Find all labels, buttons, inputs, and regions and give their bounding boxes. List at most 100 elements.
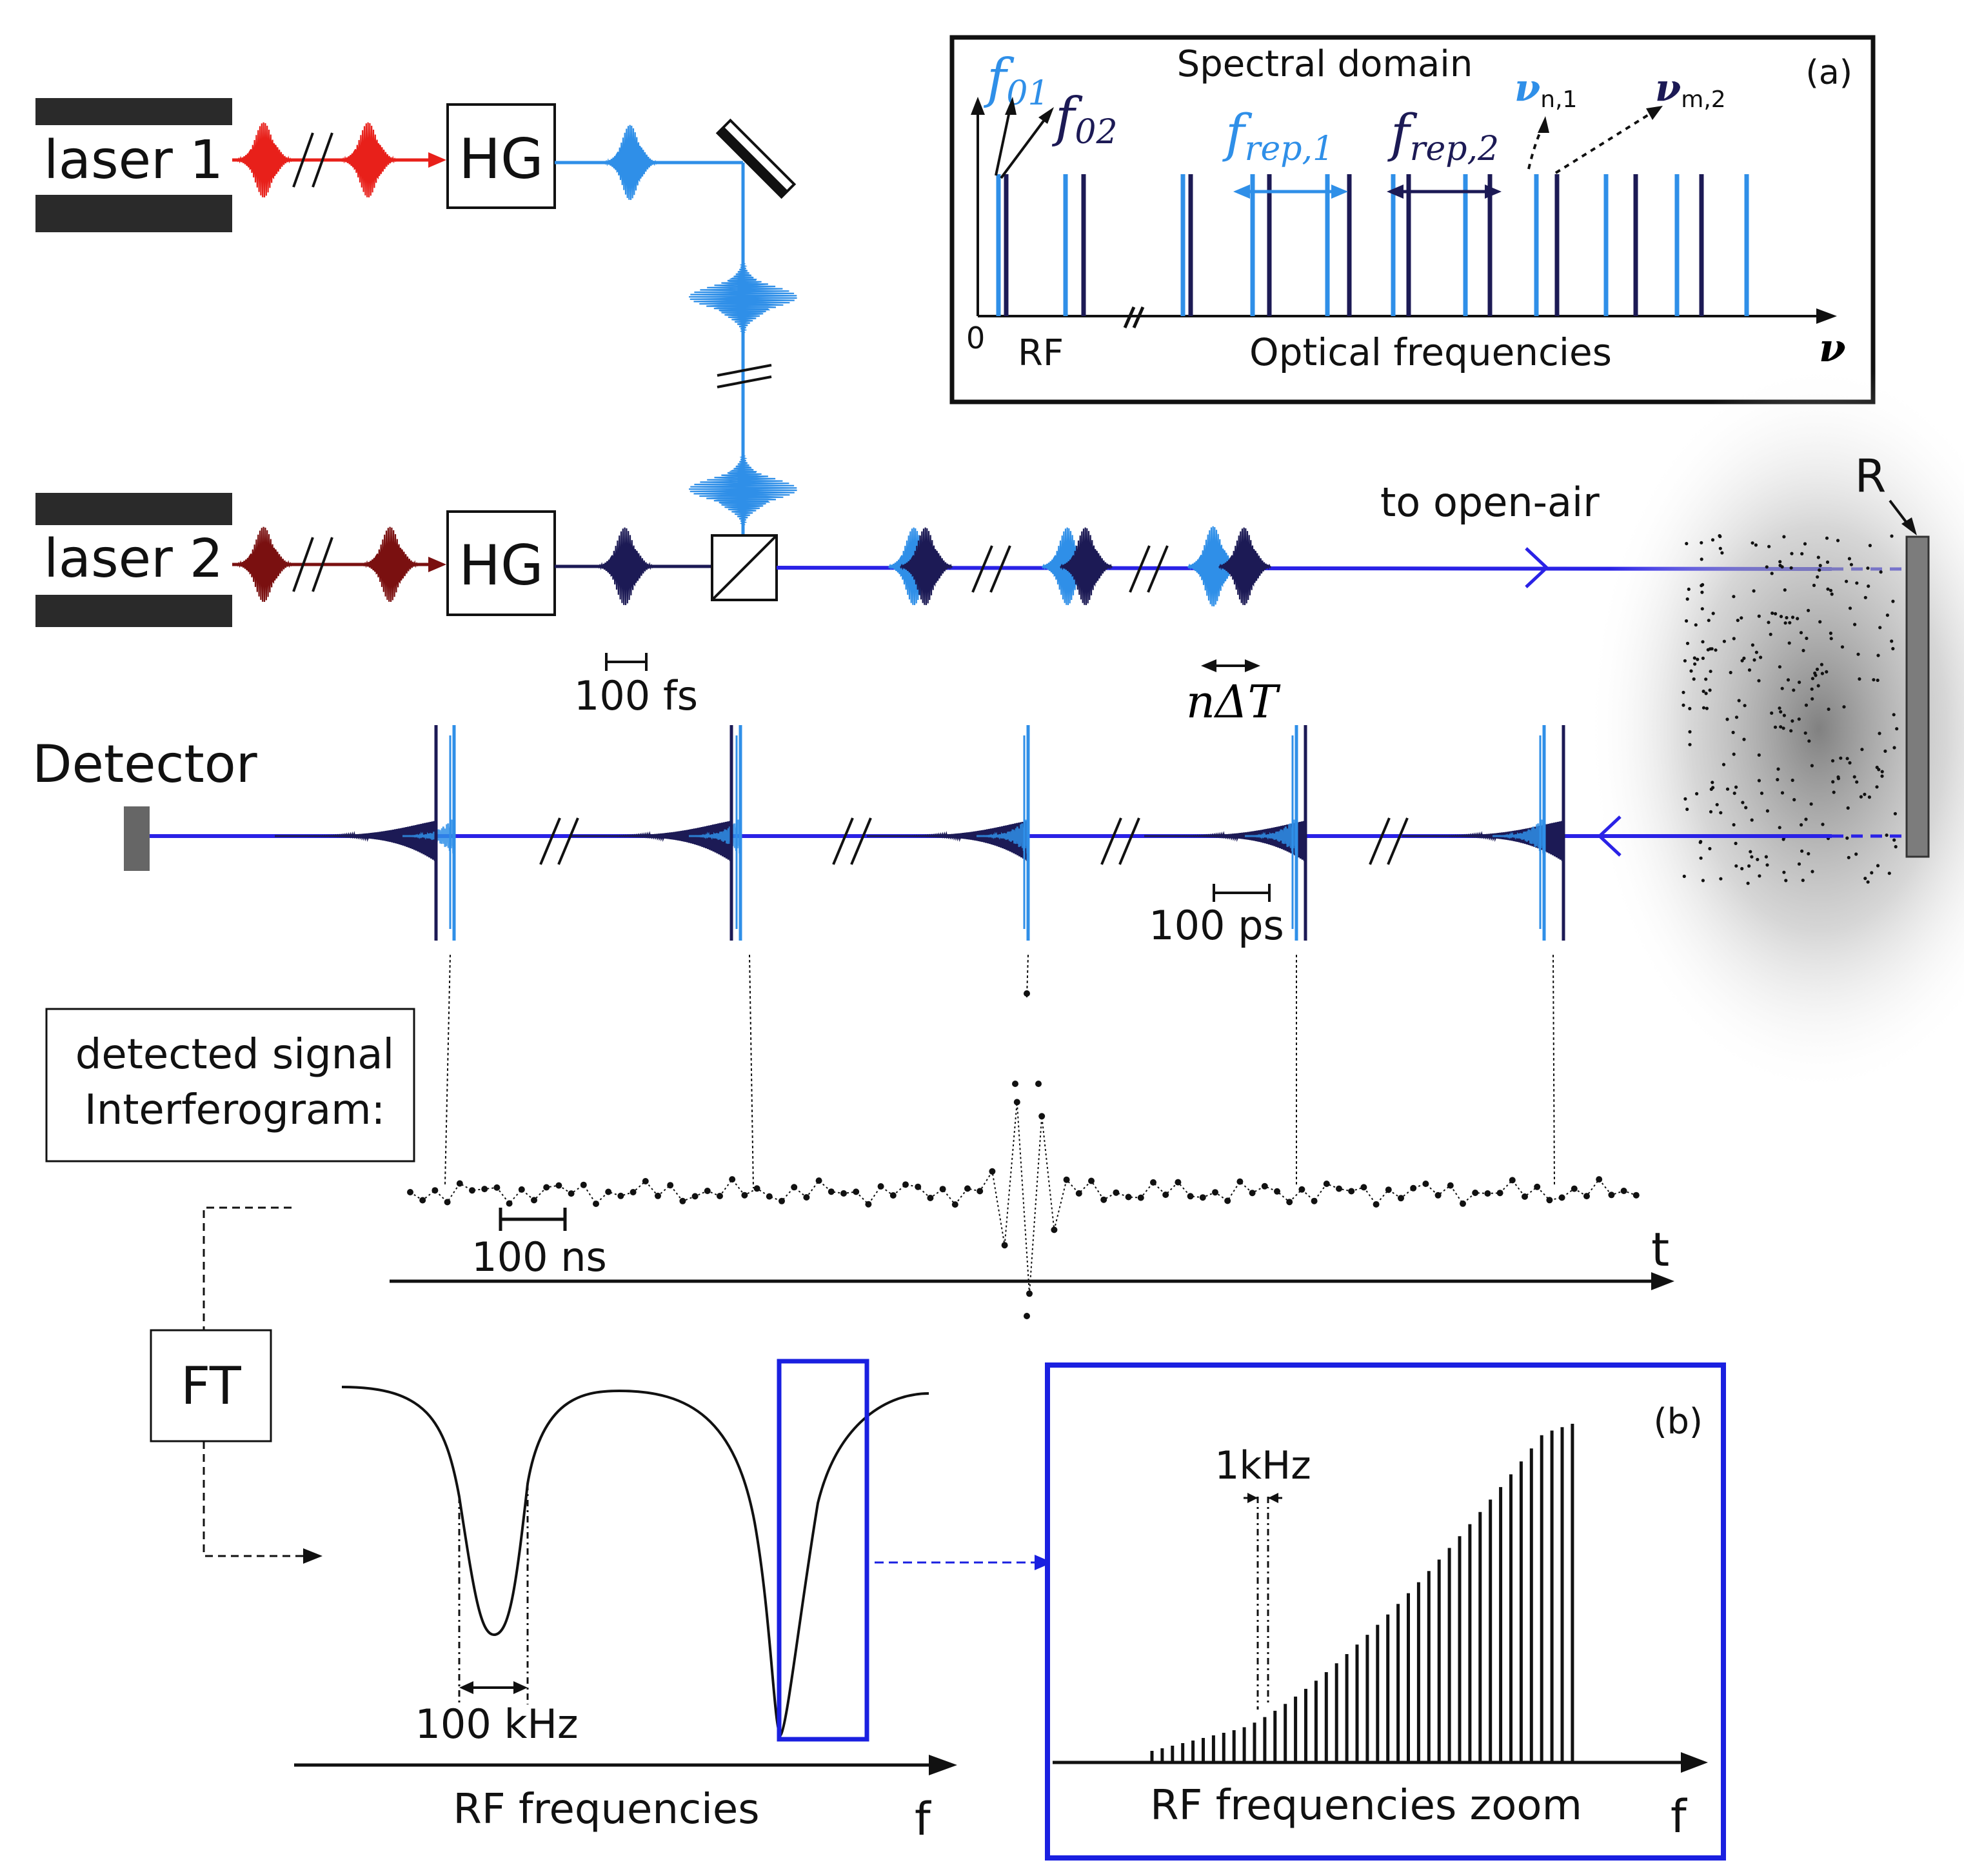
particle xyxy=(1742,656,1746,661)
pair1-comb2-pulse xyxy=(900,527,953,606)
interferogram-sample xyxy=(1088,1177,1095,1184)
reflector-pointer-head xyxy=(1901,517,1917,535)
particle xyxy=(1770,711,1774,715)
particle xyxy=(1885,833,1889,837)
particle xyxy=(1892,838,1896,842)
interferogram-sample xyxy=(915,1183,922,1190)
particle xyxy=(1782,870,1786,874)
particle xyxy=(1894,844,1898,849)
particle xyxy=(1836,539,1840,543)
delay-label: nΔT xyxy=(1186,675,1281,728)
particle xyxy=(1711,781,1714,784)
particle xyxy=(1879,570,1883,574)
particle xyxy=(1790,778,1794,783)
particle xyxy=(1780,791,1785,795)
particle xyxy=(1765,809,1769,813)
particle xyxy=(1692,677,1696,681)
interferogram-sample xyxy=(989,1168,996,1175)
particle xyxy=(1815,667,1820,672)
particle xyxy=(1765,863,1769,867)
laser2-row: laser 2 HG 100 fs to open-air xyxy=(35,479,1909,728)
interferogram-sample xyxy=(1150,1179,1156,1186)
particle xyxy=(1830,592,1834,596)
interferogram-sample xyxy=(617,1192,624,1199)
time-axis-arrowhead xyxy=(1651,1272,1674,1290)
interferogram-sample xyxy=(456,1180,463,1187)
rf-axis-arrowhead xyxy=(929,1755,957,1775)
interferogram-sample xyxy=(531,1197,537,1204)
particle xyxy=(1895,727,1899,731)
particle xyxy=(1750,818,1754,822)
interferogram-sample xyxy=(1398,1195,1404,1202)
interferogram-sample xyxy=(1546,1197,1553,1204)
particle xyxy=(1722,639,1726,643)
f01-pointer xyxy=(995,108,1011,176)
f01-pointer-head xyxy=(1005,97,1017,115)
interferogram-sample xyxy=(1137,1194,1144,1201)
particle xyxy=(1701,640,1705,644)
particle xyxy=(1759,655,1763,659)
interferogram-sample xyxy=(1571,1185,1578,1192)
particle xyxy=(1704,692,1708,695)
rf-axis-f-label: f xyxy=(915,1793,931,1846)
interferogram-sample xyxy=(1075,1190,1082,1197)
laser1-label: laser 1 xyxy=(44,130,223,191)
particle xyxy=(1870,871,1874,875)
interferogram-section: detected signal Interferogram: 100 ns t xyxy=(45,954,1674,1319)
particle xyxy=(1803,731,1807,735)
particle xyxy=(1785,615,1789,620)
particle xyxy=(1789,566,1793,570)
comb1-pulse xyxy=(604,125,658,201)
particle xyxy=(1816,555,1820,559)
particle xyxy=(1706,648,1710,652)
interferogram-sample xyxy=(1422,1181,1429,1187)
particle xyxy=(1771,611,1774,615)
particle xyxy=(1767,621,1771,624)
echo-signal xyxy=(1144,725,1307,941)
interferogram-sample xyxy=(877,1183,884,1190)
particle xyxy=(1708,688,1712,692)
ns-scale-label: 100 ns xyxy=(471,1233,607,1281)
hg2-box xyxy=(446,510,556,616)
nu-n1-label: νn,1 xyxy=(1514,66,1577,113)
particle xyxy=(1891,599,1895,603)
interferogram-sample xyxy=(605,1188,612,1195)
interferogram-sample xyxy=(1336,1185,1342,1192)
particle xyxy=(1732,823,1736,827)
interferogram-sample xyxy=(642,1178,649,1184)
return-break-mark xyxy=(1369,817,1391,865)
particle xyxy=(1893,812,1897,815)
laser1-pulse xyxy=(237,122,293,198)
particle xyxy=(1780,686,1784,690)
interferogram-sample xyxy=(1373,1201,1380,1208)
particle xyxy=(1831,780,1835,784)
particle xyxy=(1700,557,1703,561)
particle xyxy=(1781,726,1785,730)
particle xyxy=(1876,654,1880,657)
particle xyxy=(1683,797,1687,801)
beam-break-mark xyxy=(1129,545,1151,593)
particle xyxy=(1692,656,1696,660)
particle xyxy=(1783,588,1787,592)
particle xyxy=(1825,560,1830,564)
particle xyxy=(1845,836,1849,840)
particle xyxy=(1715,803,1719,806)
particle xyxy=(1751,541,1754,545)
particle xyxy=(1698,841,1702,844)
particle xyxy=(1779,710,1783,713)
echo-signal xyxy=(867,725,1030,941)
particle xyxy=(1859,795,1863,799)
particle xyxy=(1872,678,1876,682)
sampling-projection xyxy=(444,954,451,1185)
particle xyxy=(1749,850,1752,853)
particle xyxy=(1685,542,1689,546)
interferogram-sample xyxy=(518,1186,525,1193)
interferogram-sample xyxy=(1249,1190,1256,1197)
particle xyxy=(1820,663,1823,666)
particle xyxy=(1740,616,1743,620)
interferogram-sample xyxy=(717,1193,723,1199)
width-arrow-right xyxy=(513,1681,528,1694)
interferogram-sample xyxy=(543,1184,550,1191)
particle xyxy=(1701,706,1706,710)
particle xyxy=(1681,690,1685,694)
